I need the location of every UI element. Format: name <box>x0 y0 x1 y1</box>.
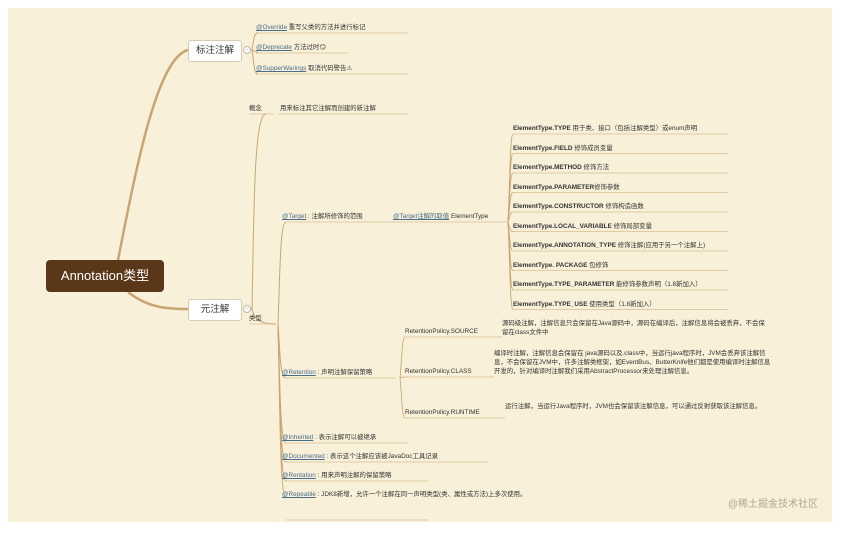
connector-line <box>399 376 406 379</box>
element-type-name: ElementType.TYPE_PARAMETER <box>513 281 615 288</box>
rentation-node[interactable]: @Rentation : 用来声明注解的保留策略 <box>282 471 391 480</box>
connector-line <box>277 221 287 325</box>
element-type-desc: 用于类、接口（包括注解类型）或enum声明 <box>570 125 698 132</box>
element-type-item[interactable]: ElementType.TYPE_PARAMETER 能修饰参数声明（1.8新加… <box>513 280 702 289</box>
connector-line <box>251 113 267 310</box>
element-type-name: ElementType.ANNOTATION_TYPE <box>513 242 616 249</box>
retention-link[interactable]: @Retention <box>282 369 316 376</box>
rentation-text: : 用来声明注解的保留策略 <box>315 472 392 479</box>
element-type-item[interactable]: ElementType.CONSTRUCTOR 修饰构造函数 <box>513 202 644 211</box>
element-type-name: ElementType.TYPE_USE <box>513 300 588 308</box>
element-type-desc: 能修饰参数声明（1.8新加入） <box>614 281 702 288</box>
connector-lines <box>116 32 728 521</box>
inherited-node[interactable]: @Inherited : 表示注解可以被继承 <box>282 433 376 442</box>
element-type-name: ElementType.LOCAL_VARIABLE <box>513 222 612 230</box>
element-type-name: ElementType.CONSTRUCTOR <box>513 203 604 210</box>
mind-map-canvas: Annotation类型 标注注解 − @Override 重写父类的方法并进行… <box>8 8 832 522</box>
target-value-node[interactable]: @Target注解的取值 ElementType <box>393 212 488 221</box>
element-type-name: ElementType. PACKAGE <box>513 261 588 269</box>
connector-line <box>399 336 406 379</box>
connector-line <box>507 221 514 310</box>
element-type-name: ElementType.PARAMETER <box>513 183 595 191</box>
documented-link[interactable]: @Documented <box>282 453 325 460</box>
retention-text: : 声明注解保留策略 <box>315 369 373 376</box>
policy-class[interactable]: RetentionPolicy.CLASS <box>405 368 472 375</box>
element-type-desc: 修饰注解(应用于另一个注解上) <box>615 242 706 249</box>
element-type-name: ElementType.TYPE <box>513 125 571 132</box>
concept-text[interactable]: 用来标注其它注解而创建的新注解 <box>280 105 376 112</box>
element-type-desc: 修饰方法 <box>581 164 610 171</box>
target-text: : 注解所修饰的范围 <box>306 213 363 220</box>
element-type-item[interactable]: ElementType.FIELD 修饰成员变量 <box>513 144 613 153</box>
element-type-item[interactable]: ElementType. PACKAGE 包修饰 <box>513 261 608 270</box>
collapse-toggle-icon[interactable]: − <box>243 305 251 313</box>
element-type-item[interactable]: ElementType.ANNOTATION_TYPE 修饰注解(应用于另一个注… <box>513 241 705 250</box>
element-type-item[interactable]: ElementType.PARAMETER修饰参数 <box>513 183 620 192</box>
type-label[interactable]: 类型 <box>249 315 262 322</box>
collapse-toggle-icon[interactable]: − <box>243 46 251 54</box>
root-node[interactable]: Annotation类型 <box>46 260 164 292</box>
connector-line <box>251 49 259 54</box>
inherited-text: : 表示注解可以被继承 <box>313 434 377 441</box>
retention-node[interactable]: @Retention : 声明注解保留策略 <box>282 368 372 377</box>
element-type-desc: 使用类型（1.8新加入） <box>587 300 656 308</box>
connector-line <box>251 49 259 75</box>
concept-label[interactable]: 概念 <box>249 105 262 112</box>
element-type-desc: 修饰局部变量 <box>611 222 652 230</box>
connector-line <box>507 192 514 223</box>
node-basic-annotations[interactable]: 标注注解 <box>188 40 242 62</box>
policy-runtime-desc[interactable]: 运行注解，当运行Java程序时，JVM也会保留该注解信息，可以通过反射获取该注解… <box>505 403 762 410</box>
connector-line <box>116 48 189 261</box>
repeable-text: : JDK8新增，允许一个注解在同一声明类型(类、属性或方法)上多次使用。 <box>315 491 527 498</box>
suppress-text: 取消代码警告⚠ <box>306 65 353 72</box>
watermark: @稀土掘金技术社区 <box>727 499 818 510</box>
repeable-node[interactable]: @Repeable : JDK8新增，允许一个注解在同一声明类型(类、属性或方法… <box>282 490 582 499</box>
rentation-link[interactable]: @Rentation <box>282 472 316 479</box>
target-link[interactable]: @Target <box>282 213 307 220</box>
element-type-name: ElementType.METHOD <box>513 164 582 171</box>
repeable-link[interactable]: @Repeable <box>282 491 316 498</box>
policy-class-desc[interactable]: 编译时注解，注解信息会保留在 java源码以及.class中，当运行java程序… <box>494 350 771 375</box>
connector-line <box>277 323 287 499</box>
element-type-desc: 修饰参数 <box>594 183 620 191</box>
override-link[interactable]: @Override <box>256 24 287 31</box>
element-type-name: ElementType.FIELD <box>513 144 573 152</box>
documented-node[interactable]: @Documented : 表示这个注解应该被JavaDoc工具记录 <box>282 452 438 461</box>
override-text: 重写父类的方法并进行标记 <box>287 24 366 31</box>
element-type-item[interactable]: ElementType.TYPE 用于类、接口（包括注解类型）或enum声明 <box>513 124 697 133</box>
target-value-link[interactable]: @Target注解的取值 <box>393 213 450 220</box>
element-type-desc: 修饰构造函数 <box>603 203 644 210</box>
connector-line <box>507 211 514 223</box>
connector-line <box>127 291 189 311</box>
deprecate-text: 方法过时😏 <box>291 44 326 51</box>
basic-item-suppress[interactable]: @SupperWarings 取消代码警告⚠ <box>256 64 352 73</box>
basic-item-override[interactable]: @Override 重写父类的方法并进行标记 <box>256 23 365 32</box>
policy-source[interactable]: RetentionPolicy.SOURCE <box>405 328 479 335</box>
inherited-link[interactable]: @Inherited <box>282 434 314 441</box>
deprecate-link[interactable]: @Deprecate <box>256 44 292 51</box>
element-type-item[interactable]: ElementType.TYPE_USE 使用类型（1.8新加入） <box>513 300 656 309</box>
connector-line <box>399 377 406 419</box>
policy-runtime[interactable]: RetentionPolicy.RUNTIME <box>405 409 480 416</box>
documented-text: : 表示这个注解应该被JavaDoc工具记录 <box>324 453 439 460</box>
element-type-item[interactable]: ElementType.METHOD 修饰方法 <box>513 163 609 172</box>
element-type-item[interactable]: ElementType.LOCAL_VARIABLE 修饰局部变量 <box>513 222 652 231</box>
element-type-desc: 包修饰 <box>587 261 609 269</box>
target-value-text: ElementType <box>449 213 489 220</box>
target-node[interactable]: @Target : 注解所修饰的范围 <box>282 212 363 221</box>
basic-item-deprecate[interactable]: @Deprecate 方法过时😏 <box>256 43 326 52</box>
policy-source-desc[interactable]: 源码级注解，注解信息只会保留在Java源码中，源码在编译后，注解信息将会被丢弃，… <box>502 320 765 336</box>
node-meta-annotations[interactable]: 元注解 <box>188 299 242 321</box>
suppress-link[interactable]: @SupperWarings <box>256 65 307 72</box>
element-type-desc: 修饰成员变量 <box>572 144 613 152</box>
